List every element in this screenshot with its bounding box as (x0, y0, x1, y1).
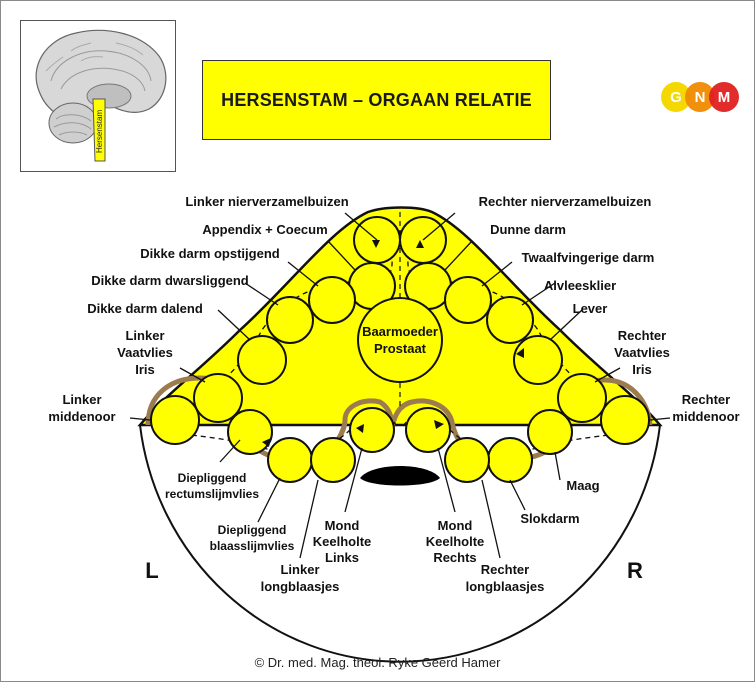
center-label-line2: Prostaat (374, 341, 427, 356)
label-dikke-darm-dwarsliggend: Dikke darm dwarsliggend (91, 273, 249, 288)
label-rechter-vaatvlies-line1: Rechter (618, 328, 666, 343)
label-linker-middenoor-line1: Linker (62, 392, 101, 407)
label-linker-middenoor-line2: middenoor (48, 409, 115, 424)
center-label-line1: Baarmoeder (362, 324, 438, 339)
label-slokdarm: Slokdarm (520, 511, 579, 526)
label-mond-rechts-line1: Mond (438, 518, 473, 533)
label-blaas-line1: Diepliggend (218, 523, 287, 537)
label-alvleesklier: Alvleesklier (544, 278, 616, 293)
label-linker-vaatvlies-line3: Iris (135, 362, 155, 377)
center-circle (358, 298, 442, 382)
label-rechter-vaatvlies-line3: Iris (632, 362, 652, 377)
label-blaas-line2: blaasslijmvlies (210, 539, 295, 553)
label-rectum-line1: Diepliggend (178, 471, 247, 485)
label-linker-longblaasjes-line1: Linker (280, 562, 319, 577)
label-rechter-longblaasjes-line2: longblaasjes (466, 579, 545, 594)
label-rechter-middenoor-line1: Rechter (682, 392, 730, 407)
label-lever: Lever (573, 301, 608, 316)
side-left-label: L (145, 558, 158, 583)
label-rechter-vaatvlies-line2: Vaatvlies (614, 345, 670, 360)
label-mond-rechts-line3: Rechts (433, 550, 476, 565)
label-rechter-nierverzamelbuizen: Rechter nierverzamelbuizen (479, 194, 652, 209)
label-mond-links-line1: Mond (325, 518, 360, 533)
label-linker-nierverzamelbuizen: Linker nierverzamelbuizen (185, 194, 348, 209)
label-mond-links-line2: Keelholte (313, 534, 372, 549)
label-mond-links-line3: Links (325, 550, 359, 565)
label-linker-vaatvlies-line1: Linker (125, 328, 164, 343)
label-rechter-longblaasjes-line1: Rechter (481, 562, 529, 577)
label-dikke-darm-opstijgend: Dikke darm opstijgend (140, 246, 279, 261)
label-mond-rechts-line2: Keelholte (426, 534, 485, 549)
label-linker-vaatvlies-line2: Vaatvlies (117, 345, 173, 360)
label-twaalfvingerige-darm: Twaalfvingerige darm (522, 250, 655, 265)
side-right-label: R (627, 558, 643, 583)
label-rechter-middenoor-line2: middenoor (672, 409, 739, 424)
label-rectum-line2: rectumslijmvlies (165, 487, 259, 501)
label-dunne-darm: Dunne darm (490, 222, 566, 237)
copyright: © Dr. med. Mag. theol. Ryke Geerd Hamer (0, 655, 755, 670)
label-linker-longblaasjes-line2: longblaasjes (261, 579, 340, 594)
label-appendix-coecum: Appendix + Coecum (202, 222, 327, 237)
label-dikke-darm-dalend: Dikke darm dalend (87, 301, 203, 316)
label-maag: Maag (566, 478, 599, 493)
